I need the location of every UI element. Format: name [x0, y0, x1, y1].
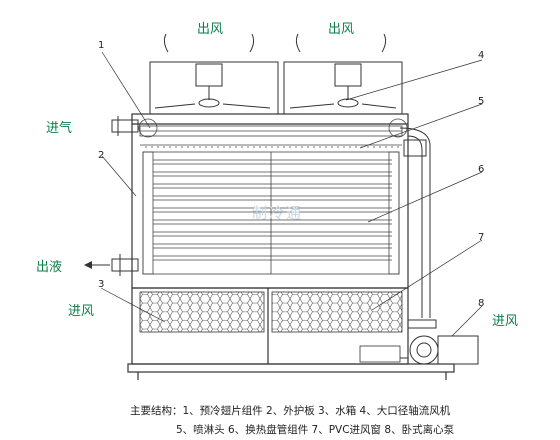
callout-6: 6: [478, 164, 485, 175]
watermark: 制冷通: [252, 204, 304, 222]
pvc-intake-louvers: [139, 291, 403, 333]
gas-inlet-pipe: [111, 116, 139, 136]
label-outlet-air-right: 出风: [328, 22, 355, 37]
coil-assembly: [142, 151, 400, 275]
callout-2: 2: [98, 150, 105, 161]
callout-8: 8: [478, 298, 485, 309]
label-liquid-out: 出液: [36, 260, 63, 275]
fan-housing-left: [149, 61, 279, 115]
liquid-outlet-pipe: [111, 254, 139, 276]
legend-line-2: 5、喷淋头 6、换热盘管组件 7、PVC进风窗 8、卧式离心泵: [176, 424, 455, 436]
spray-riser-pipe: [399, 127, 431, 318]
label-air-in-right: 进风: [492, 314, 519, 329]
label-gas-in: 进气: [46, 121, 73, 136]
legend-line-1: 主要结构：1、预冷翅片组件 2、外护板 3、水箱 4、大口径轴流风机: [130, 405, 451, 417]
callout-1: 1: [98, 40, 105, 51]
callout-3: 3: [98, 279, 105, 290]
outlet-air-arrows: [163, 33, 387, 53]
fan-housing-right: [283, 61, 403, 115]
label-air-in-left: 进风: [68, 304, 95, 319]
label-outlet-air-left: 出风: [197, 22, 224, 37]
main-casing: [131, 113, 409, 289]
callout-5: 5: [478, 96, 485, 107]
centrifugal-pump: [400, 319, 479, 365]
callout-4: 4: [478, 50, 485, 61]
precool-fin-assembly: [138, 118, 408, 138]
spray-header: [140, 144, 402, 148]
callout-7: 7: [478, 232, 485, 243]
tank-strainer: [359, 345, 401, 363]
leader-lines: [100, 51, 483, 337]
